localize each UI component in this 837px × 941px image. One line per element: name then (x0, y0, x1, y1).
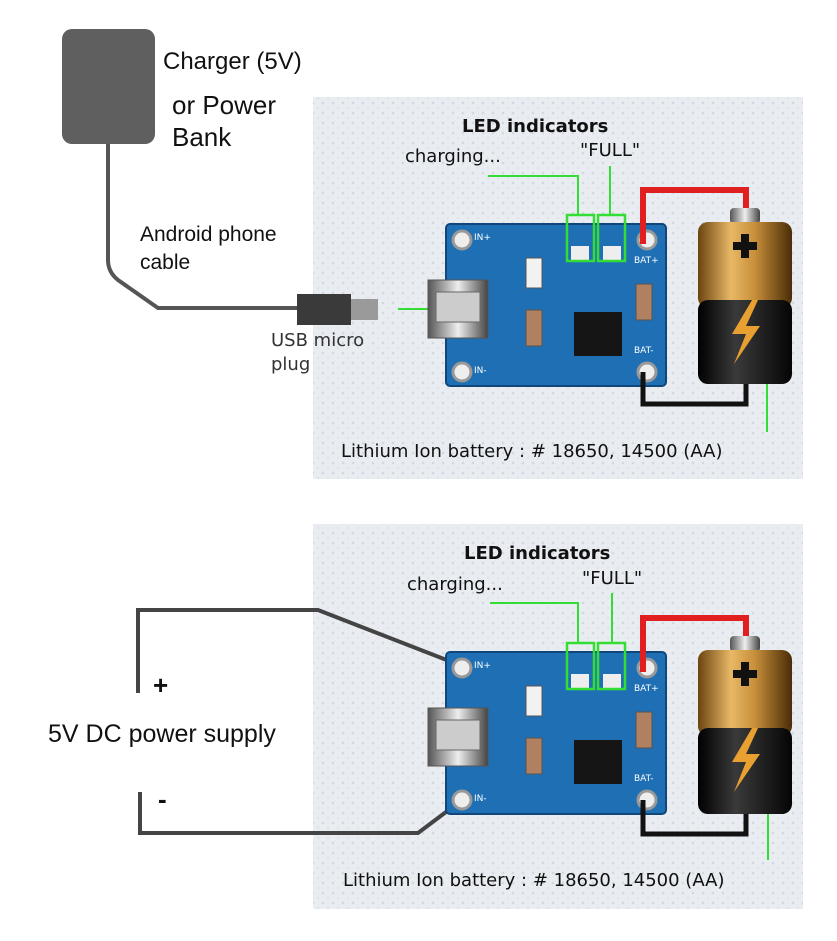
led-indicators-title: LED indicators (464, 543, 611, 564)
led-full-label: "FULL" (580, 140, 641, 161)
battery-minus-wire (640, 800, 749, 837)
battery-plus-wire (640, 187, 749, 244)
cable-label-line2: cable (140, 251, 191, 274)
pad-in-minus: IN- (474, 366, 487, 376)
supply-label: 5V DC power supply (48, 720, 276, 748)
charger-label-line1: Charger (5V) (163, 48, 302, 75)
led-charging-box (565, 641, 596, 691)
battery-icon-top (698, 208, 792, 384)
battery-caption: Lithium Ion battery : # 18650, 14500 (AA… (341, 441, 723, 462)
battery-caption: Lithium Ion battery : # 18650, 14500 (AA… (343, 870, 725, 891)
battery-minus-wire (640, 372, 749, 407)
charger-module-bottom (427, 651, 667, 815)
chip-icon (574, 312, 622, 356)
pad-in-plus: IN+ (474, 661, 491, 671)
led-indicators-title: LED indicators (462, 116, 609, 137)
pad-bat-minus: BAT- (634, 774, 654, 784)
supply-minus-wire (138, 792, 464, 835)
chip-icon (574, 740, 622, 784)
pad-in-minus: IN- (474, 794, 487, 804)
plug-label-line2: plug (271, 354, 311, 375)
supply-plus-wire (136, 608, 463, 693)
led-charging-box (565, 213, 596, 263)
charger-label-line2: or Power (172, 90, 277, 120)
charger-label-line3: Bank (172, 122, 232, 152)
led-full-label: "FULL" (582, 568, 643, 589)
plug-label-line1: USB micro (271, 330, 365, 351)
led-full-box (596, 213, 627, 263)
minus-sign: - (158, 784, 167, 814)
pad-in-plus: IN+ (474, 233, 491, 243)
led-charging-label: charging... (405, 146, 501, 167)
pad-bat-plus: BAT+ (634, 256, 659, 266)
plus-sign: + (153, 670, 169, 700)
led-charging-label: charging... (407, 574, 503, 595)
pad-bat-plus: BAT+ (634, 684, 659, 694)
battery-icon-bottom (698, 636, 792, 814)
charger-module-top (427, 223, 667, 387)
usb-plug-body-icon (297, 294, 351, 325)
cable-label-line1: Android phone (140, 223, 277, 246)
usb-plug-tip-icon (351, 299, 378, 320)
android-cable (106, 144, 300, 310)
battery-plus-wire (640, 615, 749, 672)
charger-icon (62, 29, 155, 144)
pad-bat-minus: BAT- (634, 346, 654, 356)
